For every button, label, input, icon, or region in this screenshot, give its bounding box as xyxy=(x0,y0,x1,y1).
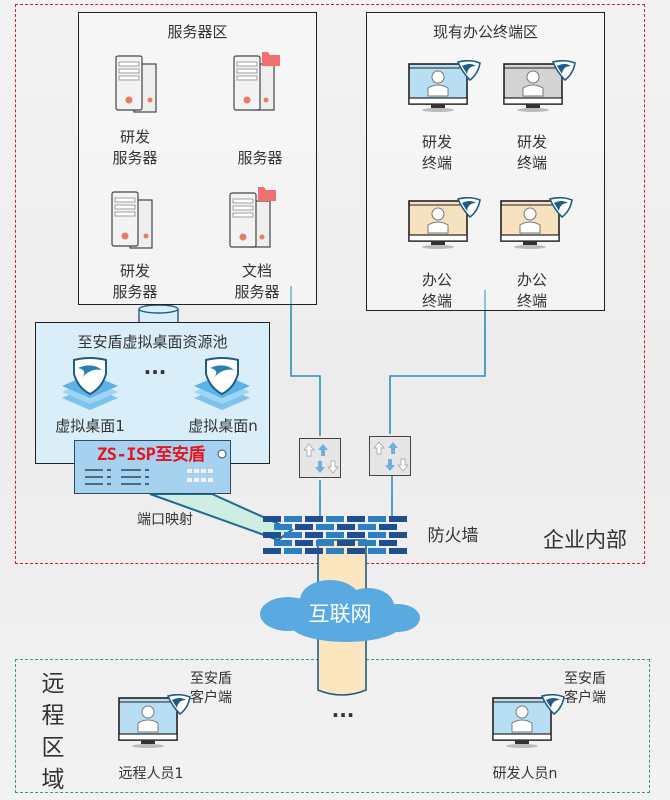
firewall-brick xyxy=(347,548,365,554)
firewall-brick xyxy=(326,516,344,522)
file-server-icon[interactable] xyxy=(228,48,286,116)
ellipsis: ··· xyxy=(331,703,355,727)
firewall-brick xyxy=(326,532,344,538)
terminal-monitor-icon[interactable] xyxy=(500,197,578,269)
firewall-brick xyxy=(389,548,407,554)
firewall-brick xyxy=(263,516,281,522)
switch-arrows-icon xyxy=(303,443,339,474)
firewall-brick xyxy=(379,540,397,546)
shield-badge-icon xyxy=(551,60,576,82)
firewall-brick xyxy=(263,548,281,554)
terminal-label: 办公终端 xyxy=(421,271,452,310)
vdi-pool-title: 至安盾虚拟桌面资源池 xyxy=(77,333,228,351)
terminal-label: 研发终端 xyxy=(516,133,547,172)
enterprise-zone-label: 企业内部 xyxy=(543,528,627,552)
client-software-label: 至安盾客户端 xyxy=(564,671,606,706)
firewall-brick xyxy=(284,532,302,538)
internet-label: 互联网 xyxy=(308,602,372,626)
firewall-brick xyxy=(263,532,281,538)
firewall-brick xyxy=(358,540,376,546)
isp-device-panel xyxy=(85,449,227,485)
link-server-switch xyxy=(290,286,321,436)
shield-badge-icon xyxy=(540,694,565,716)
firewall-brick xyxy=(305,532,323,538)
isp-device-title: ZS-ISP至安盾 xyxy=(97,445,205,465)
firewall-brick xyxy=(274,540,292,546)
firewall-brick xyxy=(358,524,376,530)
office-area-title: 现有办公终端区 xyxy=(432,23,538,41)
firewall-brick xyxy=(295,524,313,530)
firewall-brick xyxy=(295,540,313,546)
firewall-brick xyxy=(316,524,334,530)
switch-1[interactable] xyxy=(299,438,341,478)
remote-client-monitor-icon[interactable] xyxy=(118,694,196,768)
port-mapping-label: 端口映射 xyxy=(137,512,193,528)
remote-client-monitor-icon[interactable] xyxy=(492,694,570,768)
terminal-label: 研发终端 xyxy=(421,133,452,172)
remote-zone-label: 远程区域 xyxy=(41,671,65,793)
switch-2[interactable] xyxy=(369,436,411,476)
firewall-brick xyxy=(337,540,355,546)
server-label: 服务器 xyxy=(237,149,283,167)
switch-arrows-icon xyxy=(373,441,409,472)
file-server-icon[interactable] xyxy=(224,183,282,253)
firewall-brick xyxy=(274,524,292,530)
firewall-label: 防火墙 xyxy=(427,526,479,546)
shield-badge-icon xyxy=(456,197,481,219)
link-office-switch xyxy=(389,290,486,434)
firewall-brick xyxy=(316,540,334,546)
terminal-monitor-icon[interactable] xyxy=(408,60,486,132)
remote-user-label: 研发人员n xyxy=(492,766,558,782)
server-area-title: 服务器区 xyxy=(167,23,228,41)
ellipsis: ··· xyxy=(143,360,167,384)
virtual-desktop-icon[interactable] xyxy=(58,356,122,412)
internet-cloud-icon[interactable] xyxy=(250,578,440,648)
server-label: 文档服务器 xyxy=(234,262,280,301)
virtual-desktop-label: 虚拟桌面n xyxy=(188,417,258,435)
shield-badge-icon xyxy=(456,60,481,82)
terminal-label: 办公终端 xyxy=(516,271,547,310)
firewall-brick xyxy=(368,516,386,522)
virtual-desktop-label: 虚拟桌面1 xyxy=(55,417,125,435)
firewall-icon[interactable] xyxy=(263,516,413,556)
firewall-brick xyxy=(326,548,344,554)
firewall-brick xyxy=(389,532,407,538)
firewall-brick xyxy=(368,532,386,538)
virtual-desktop-icon[interactable] xyxy=(190,356,254,412)
server-label: 研发服务器 xyxy=(112,128,158,167)
firewall-brick xyxy=(389,516,407,522)
terminal-monitor-icon[interactable] xyxy=(408,197,486,269)
shield-badge-icon xyxy=(548,197,573,219)
shield-badge-icon xyxy=(166,694,191,716)
server-icon[interactable] xyxy=(108,188,158,252)
server-label: 研发服务器 xyxy=(112,262,158,301)
terminal-monitor-icon[interactable] xyxy=(503,60,581,132)
client-software-label: 至安盾客户端 xyxy=(190,671,232,706)
firewall-brick xyxy=(305,516,323,522)
firewall-brick xyxy=(379,524,397,530)
firewall-brick xyxy=(347,532,365,538)
firewall-brick xyxy=(337,524,355,530)
firewall-brick xyxy=(284,516,302,522)
firewall-brick xyxy=(368,548,386,554)
firewall-brick xyxy=(347,516,365,522)
zs-isp-device[interactable]: ZS-ISP至安盾 xyxy=(74,440,231,494)
remote-user-label: 远程人员1 xyxy=(118,766,184,782)
server-icon[interactable] xyxy=(112,52,162,116)
firewall-brick xyxy=(305,548,323,554)
firewall-brick xyxy=(284,548,302,554)
